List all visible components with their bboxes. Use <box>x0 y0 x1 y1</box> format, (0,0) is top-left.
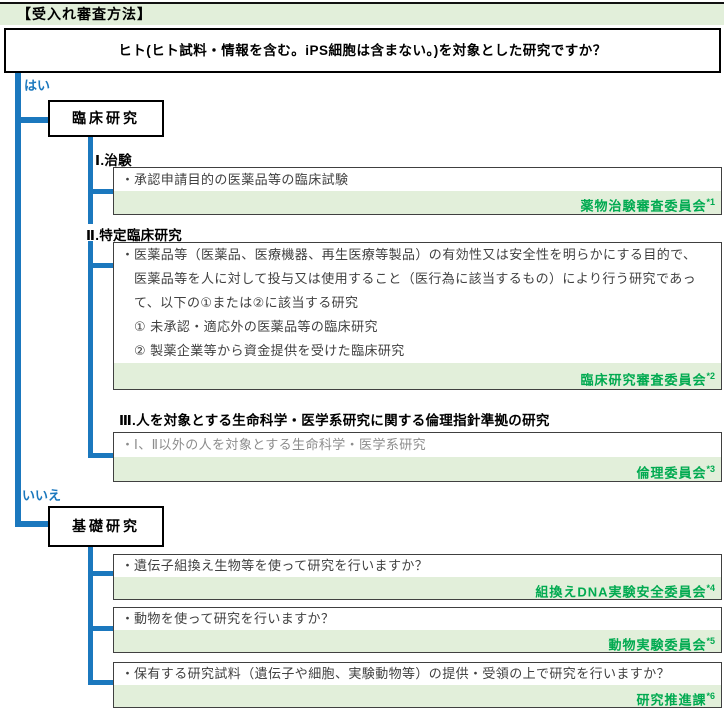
ethics-committee-row: 倫理委員会*3 <box>114 457 721 481</box>
page-title: 【受入れ審査方法】 <box>17 6 152 22</box>
research-material-box: ・ 保有する研究試料（遺伝子や細胞、実験動物等）の提供・受領の上で研究を行います… <box>113 662 722 708</box>
basic-research-node: 基礎研究 <box>48 506 164 547</box>
animal-experiment-committee-row: 動物実験委員会*5 <box>114 630 721 652</box>
research-material-question: ・ 保有する研究試料（遺伝子や細胞、実験動物等）の提供・受領の上で研究を行います… <box>114 663 721 685</box>
research-material-committee-footnote: *6 <box>706 691 715 701</box>
bullet-icon: ・ <box>121 611 135 626</box>
research-material-committee-name: 研究推進課 <box>636 692 707 708</box>
bullet-icon: ・ <box>121 558 135 573</box>
ethics-line-text: Ⅰ、Ⅱ以外の人を対象とする生命科学・医学系研究 <box>134 437 427 452</box>
section1-heading: Ⅰ.治験 <box>95 153 132 168</box>
bullet-icon: ・ <box>121 437 135 452</box>
stub-to-recombinant-box <box>88 571 115 576</box>
specified-clinical-line-text: て、以下の①または②に該当する研究 <box>134 295 359 310</box>
recombinant-dna-committee-row: 組換えDNA実験安全委員会*4 <box>114 577 721 599</box>
trial-line-text: 承認申請目的の医薬品等の臨床試験 <box>134 172 349 187</box>
stub-to-specified-clinical-box <box>88 263 115 268</box>
animal-experiment-box: ・ 動物を使って研究を行いますか？ 動物実験委員会*5 <box>113 607 722 653</box>
stub-to-trial-box <box>88 189 115 194</box>
ethics-committee-name: 倫理委員会 <box>636 465 707 481</box>
basic-subtrunk-line <box>88 547 93 685</box>
recombinant-dna-question-text: 遺伝子組換え生物等を使って研究を行いますか？ <box>134 558 429 573</box>
trial-box: ・ 承認申請目的の医薬品等の臨床試験 薬物治験審査委員会*1 <box>113 167 722 215</box>
stub-to-material-box <box>88 680 115 685</box>
trial-committee-row: 薬物治験審査委員会*1 <box>114 191 721 214</box>
trial-committee-footnote: *1 <box>706 197 715 207</box>
specified-clinical-committee-name: 臨床研究審査委員会 <box>580 372 707 388</box>
root-question-box: ヒト(ヒト試料・情報を含む。iPS細胞は含まない。)を対象とした研究ですか？ <box>4 28 721 73</box>
recombinant-dna-box: ・ 遺伝子組換え生物等を使って研究を行いますか？ 組換えDNA実験安全委員会*4 <box>113 554 722 600</box>
stub-to-ethics-box <box>88 453 115 458</box>
bullet-icon: ・ <box>121 172 135 187</box>
specified-clinical-line-text: 医薬品等を人に対して投与又は使用すること（医行為に該当するもの）により行う研究で… <box>134 271 697 286</box>
ethics-line: ・ Ⅰ、Ⅱ以外の人を対象とする生命科学・医学系研究 <box>114 433 721 457</box>
clinical-subtrunk-line <box>88 136 93 458</box>
specified-clinical-line: ・ 医薬品等（医薬品、医療機器、再生医療等製品）の有効性又は安全性を明らかにする… <box>114 243 721 267</box>
connector-to-clinical <box>15 117 48 123</box>
clinical-research-node: 臨床研究 <box>48 100 164 137</box>
root-question-text: ヒト(ヒト試料・情報を含む。iPS細胞は含まない。)を対象とした研究ですか？ <box>118 43 607 58</box>
page-title-band: 【受入れ審査方法】 <box>0 2 724 25</box>
clinical-research-label: 臨床研究 <box>72 110 140 126</box>
specified-clinical-line: て、以下の①または②に該当する研究 <box>114 291 721 315</box>
trial-line: ・ 承認申請目的の医薬品等の臨床試験 <box>114 168 721 191</box>
trial-committee-name: 薬物治験審査委員会 <box>580 198 707 214</box>
specified-clinical-box: ・ 医薬品等（医薬品、医療機器、再生医療等製品）の有効性又は安全性を明らかにする… <box>113 242 722 390</box>
research-material-committee-row: 研究推進課*6 <box>114 685 721 707</box>
no-label: いいえ <box>22 488 62 503</box>
recombinant-dna-committee-footnote: *4 <box>706 583 715 593</box>
yes-no-trunk-line <box>15 72 21 527</box>
ethics-committee-footnote: *3 <box>706 464 715 474</box>
animal-experiment-question-text: 動物を使って研究を行いますか？ <box>134 611 335 626</box>
bullet-icon: ・ <box>121 247 135 262</box>
connector-to-basic <box>15 521 48 527</box>
research-material-question-text: 保有する研究試料（遺伝子や細胞、実験動物等）の提供・受領の上で研究を行いますか？ <box>134 666 671 681</box>
specified-clinical-line-text: ② 製薬企業等から資金提供を受けた臨床研究 <box>134 343 405 358</box>
recombinant-dna-question: ・ 遺伝子組換え生物等を使って研究を行いますか？ <box>114 555 721 577</box>
yes-label: はい <box>24 78 51 93</box>
specified-clinical-line: 医薬品等を人に対して投与又は使用すること（医行為に該当するもの）により行う研究で… <box>114 267 721 291</box>
specified-clinical-line: ② 製薬企業等から資金提供を受けた臨床研究 <box>114 339 721 363</box>
ethics-box: ・ Ⅰ、Ⅱ以外の人を対象とする生命科学・医学系研究 倫理委員会*3 <box>113 432 722 482</box>
basic-research-label: 基礎研究 <box>72 518 140 534</box>
specified-clinical-committee-row: 臨床研究審査委員会*2 <box>114 363 721 389</box>
specified-clinical-line: ① 未承認・適応外の医薬品等の臨床研究 <box>114 315 721 339</box>
section3-heading: Ⅲ.人を対象とする生命科学・医学系研究に関する倫理指針準拠の研究 <box>119 413 550 428</box>
animal-experiment-committee-footnote: *5 <box>706 636 715 646</box>
animal-experiment-question: ・ 動物を使って研究を行いますか？ <box>114 608 721 630</box>
recombinant-dna-committee-name: 組換えDNA実験安全委員会 <box>535 584 707 600</box>
specified-clinical-line-text: ① 未承認・適応外の医薬品等の臨床研究 <box>134 319 378 334</box>
stub-to-animal-box <box>88 626 115 631</box>
specified-clinical-line-text: 医薬品等（医薬品、医療機器、再生医療等製品）の有効性又は安全性を明らかにする目的… <box>134 247 697 262</box>
section2-heading: Ⅱ.特定臨床研究 <box>86 224 189 243</box>
specified-clinical-committee-footnote: *2 <box>706 371 715 381</box>
bullet-icon: ・ <box>121 666 135 681</box>
animal-experiment-committee-name: 動物実験委員会 <box>608 637 707 653</box>
